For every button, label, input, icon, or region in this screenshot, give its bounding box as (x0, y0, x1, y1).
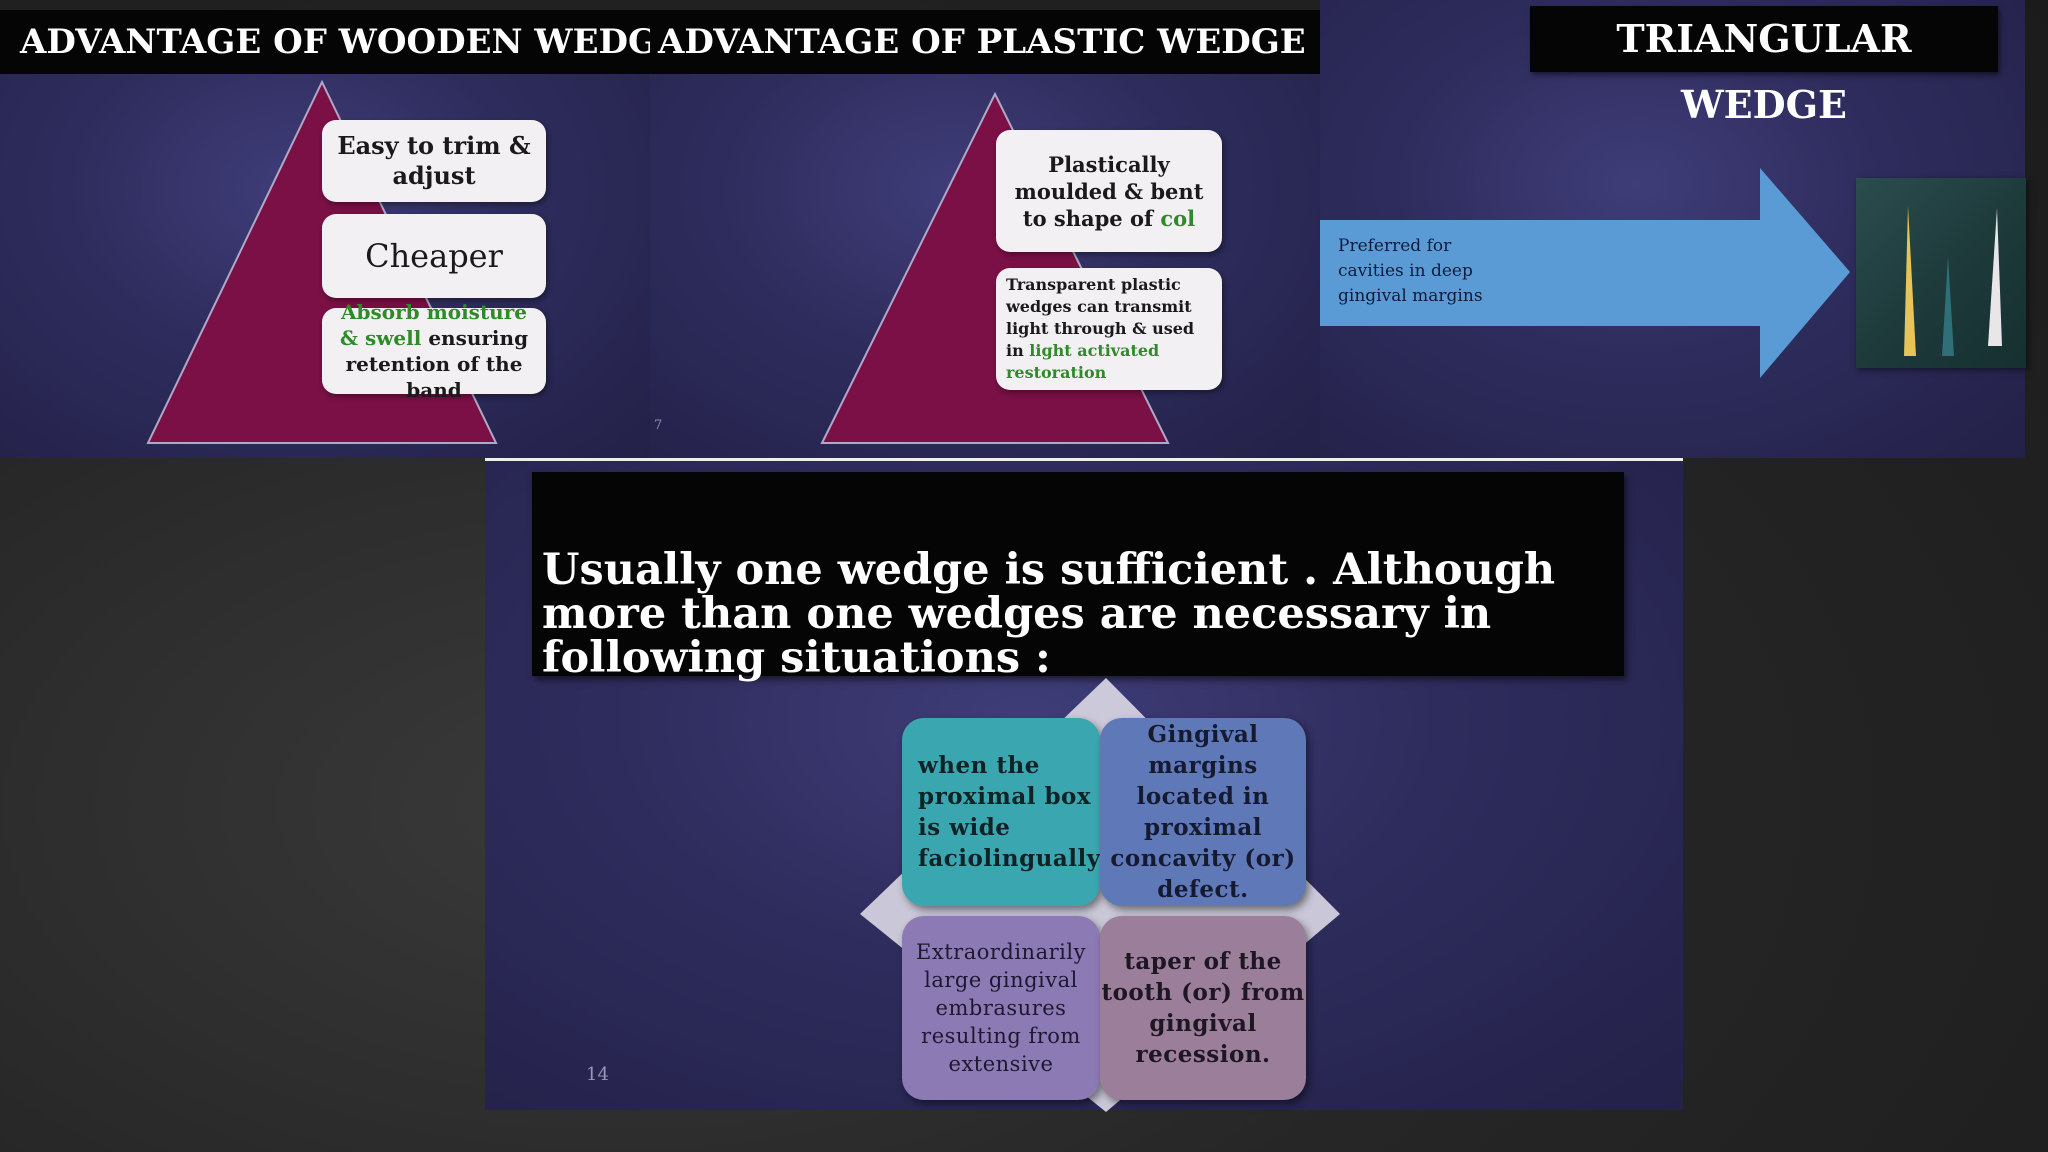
slide2-box-transparent: Transparent plastic wedges can transmit … (996, 268, 1222, 390)
wedge-yellow (1904, 206, 1916, 356)
slide3-arrow (1320, 168, 1850, 378)
tile-gingival-margins: Gingival margins located in proximal con… (1100, 718, 1306, 906)
slide4-top-border (485, 458, 1683, 461)
slide3-title: TRIANGULAR WEDGE (1530, 6, 1998, 127)
slide3-arrow-text: Preferred for cavities in deep gingival … (1338, 236, 1483, 306)
slide1-box-cheaper: Cheaper (322, 214, 546, 298)
slide1-box-moisture-green: Absorb moisture & swell (339, 300, 527, 350)
tile-proximal-box: when the proximal box is wide faciolingu… (902, 718, 1100, 906)
slide3-arrow-shape (1320, 168, 1850, 378)
slide2-title: ADVANTAGE OF PLASTIC WEDGE (650, 10, 1320, 74)
slide1-title: ADVANTAGE OF WOODEN WEDGE (0, 10, 683, 74)
wedge-photo (1856, 178, 2026, 368)
tile-tooth-taper: taper of the tooth (or) from gingival re… (1100, 916, 1306, 1100)
wedge-white (1988, 208, 2002, 346)
slide2-page-number: 7 (654, 418, 663, 433)
slide1-box-moisture: Absorb moisture & swell ensuring retenti… (322, 300, 546, 402)
slide2-box-moulded: Plastically moulded & bent to shape of c… (996, 130, 1222, 252)
wedge-teal (1942, 256, 1954, 356)
wedge-photo-illustration (1904, 206, 2002, 356)
slide4-page-number: 14 (586, 1064, 609, 1085)
tile-gingival-embrasures: Extraordinarily large gingival embrasure… (902, 916, 1100, 1100)
slide4-heading: Usually one wedge is sufficient . Althou… (532, 472, 1624, 680)
slide1-box-trim: Easy to trim & adjust (322, 120, 546, 202)
